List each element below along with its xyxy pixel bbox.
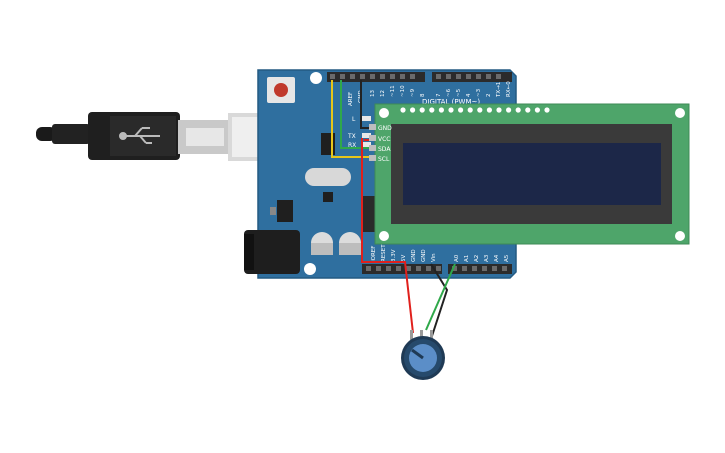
- power-pin-label-5: GND: [421, 249, 427, 262]
- digital-pin-label-13: RX←0: [506, 81, 512, 97]
- lcd-pad: [429, 107, 435, 113]
- lcd-pin-gnd-label: GND: [378, 125, 392, 132]
- led-rx-label: RX: [348, 142, 356, 149]
- led-l: L: [352, 116, 371, 123]
- lcd-pin-vcc[interactable]: VCC: [369, 135, 390, 143]
- digital-pin-label-1: 12: [380, 90, 386, 97]
- potentiometer[interactable]: [401, 330, 445, 380]
- power-pin-label-6: Vin: [431, 253, 437, 262]
- potentiometer-knob-indicator: [411, 348, 424, 360]
- digital-pin-label-3: ~10: [400, 85, 406, 97]
- mounting-hole: [304, 263, 316, 275]
- lcd-pad: [448, 107, 454, 113]
- lcd-pad: [544, 107, 550, 113]
- lcd-pin-sda-label: SDA: [378, 146, 391, 153]
- analog-pin-label-5: A5: [504, 254, 510, 262]
- lcd-pin-scl[interactable]: SCL: [369, 155, 390, 163]
- lcd-pad: [506, 107, 512, 113]
- power-pin-labels: IOREF RESET 3.3V 5V GND GND Vin: [371, 244, 437, 262]
- lcd-pad: [467, 107, 473, 113]
- lcd-screen: [403, 143, 661, 205]
- led-tx: TX: [347, 133, 371, 140]
- digital-pin-label-7: ~6: [446, 88, 452, 97]
- lcd-module[interactable]: GND VCC SDA SCL: [369, 103, 690, 245]
- usb-cable[interactable]: [36, 112, 296, 161]
- analog-pin-labels: A0 A1 A2 A3 A4 A5: [454, 254, 510, 262]
- led-l-label: L: [352, 116, 356, 123]
- analog-header[interactable]: [448, 264, 512, 274]
- digital-pin-label-10: ~3: [476, 88, 482, 97]
- lcd-pad: [458, 107, 464, 113]
- analog-pin-label-3: A3: [484, 254, 490, 262]
- power-pin-label-0: IOREF: [371, 246, 377, 262]
- lcd-pad: [525, 107, 531, 113]
- power-pin-label-4: GND: [411, 249, 417, 262]
- digital-pin-label-0: 13: [370, 90, 376, 97]
- led-tx-label: TX: [347, 133, 356, 140]
- lcd-pad: [496, 107, 502, 113]
- digital-label: DIGITAL (PWM~): [422, 98, 480, 106]
- power-wires[interactable]: [361, 138, 456, 337]
- digital-pin-label-6: 7: [436, 93, 442, 97]
- power-pin-label-3: 5V: [401, 255, 407, 262]
- power-jack[interactable]: [244, 230, 300, 274]
- lcd-pad: [419, 107, 425, 113]
- digital-pin-label-2: ~11: [390, 85, 396, 97]
- reset-button[interactable]: [267, 77, 295, 103]
- digital-pin-labels: 13 12 ~11 ~10 ~9 8 7 ~6 ~5 4 ~3 2 TX→1 RX←0: [370, 81, 512, 98]
- digital-header[interactable]: [327, 72, 512, 82]
- digital-pin-label-11: 2: [486, 94, 492, 98]
- usb-icon: [119, 127, 160, 144]
- lcd-pad: [477, 107, 483, 113]
- analog-pin-label-0: A0: [454, 254, 460, 262]
- crystal: [305, 168, 351, 186]
- power-pin-label-2: 3.3V: [391, 249, 397, 262]
- lcd-pin-gnd[interactable]: GND: [369, 124, 392, 132]
- mounting-hole: [310, 72, 322, 84]
- analog-pin-label-4: A4: [494, 254, 500, 262]
- digital-pin-label-8: ~5: [456, 88, 462, 97]
- led-rx: RX: [348, 142, 371, 149]
- lcd-pin-scl-label: SCL: [378, 156, 390, 163]
- digital-pin-label-4: ~9: [410, 88, 416, 97]
- regulator: [277, 200, 293, 222]
- lcd-pad: [410, 107, 416, 113]
- lcd-pin-sda[interactable]: SDA: [369, 145, 391, 153]
- analog-pin-label-2: A2: [474, 255, 480, 262]
- lcd-pad: [515, 107, 521, 113]
- power-header[interactable]: [362, 264, 442, 274]
- power-pin-label-1: RESET: [381, 244, 387, 262]
- aref-label: AREF: [348, 92, 354, 106]
- digital-pin-label-12: TX→1: [496, 82, 502, 98]
- digital-pin-label-9: 4: [466, 93, 472, 97]
- lcd-pad: [486, 107, 492, 113]
- analog-pin-label-1: A1: [464, 255, 470, 262]
- lcd-pad: [534, 107, 541, 113]
- lcd-pad: [438, 107, 444, 113]
- digital-pin-label-5: 8: [420, 93, 426, 97]
- lcd-pin-vcc-label: VCC: [378, 136, 390, 143]
- lcd-pad: [400, 107, 406, 113]
